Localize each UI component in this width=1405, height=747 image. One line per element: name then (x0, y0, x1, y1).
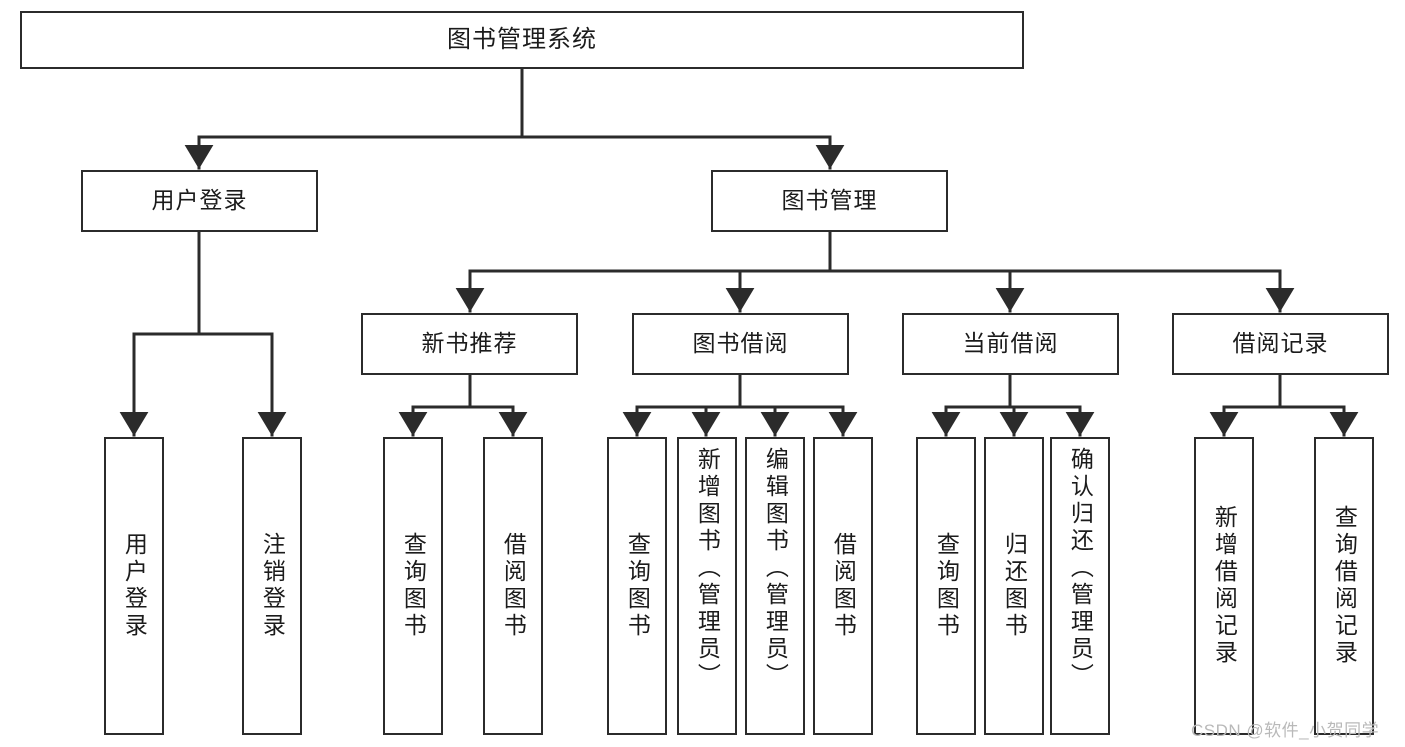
node-book-management[interactable]: 图书管理 (711, 170, 948, 232)
node-label: 用户登录 (121, 532, 148, 640)
leaf-edit-book-admin[interactable]: 编辑图书（管理员） (745, 437, 805, 735)
node-label: 编辑图书（管理员） (762, 447, 789, 690)
node-label: 新书推荐 (421, 330, 518, 357)
leaf-return-books[interactable]: 归还图书 (984, 437, 1044, 735)
node-book-borrow[interactable]: 图书借阅 (632, 313, 849, 375)
node-borrow-records[interactable]: 借阅记录 (1172, 313, 1389, 375)
node-label: 图书管理系统 (447, 25, 597, 53)
node-root-system[interactable]: 图书管理系统 (20, 11, 1024, 69)
node-label: 图书借阅 (692, 330, 789, 357)
leaf-user-login[interactable]: 用户登录 (104, 437, 164, 735)
node-label: 查询借阅记录 (1331, 505, 1358, 667)
node-label: 借阅图书 (500, 532, 527, 640)
node-label: 新增借阅记录 (1211, 505, 1238, 667)
leaf-query-books-recommend[interactable]: 查询图书 (383, 437, 443, 735)
leaf-query-books-current[interactable]: 查询图书 (916, 437, 976, 735)
node-label: 查询图书 (400, 532, 427, 640)
node-label: 借阅记录 (1232, 330, 1329, 357)
leaf-borrow-books-recommend[interactable]: 借阅图书 (483, 437, 543, 735)
node-label: 借阅图书 (830, 532, 857, 640)
node-label: 注销登录 (259, 532, 286, 640)
node-label: 归还图书 (1001, 532, 1028, 640)
leaf-add-book-admin[interactable]: 新增图书（管理员） (677, 437, 737, 735)
node-label: 当前借阅 (962, 330, 1059, 357)
leaf-add-borrow-record[interactable]: 新增借阅记录 (1194, 437, 1254, 735)
leaf-logout-login[interactable]: 注销登录 (242, 437, 302, 735)
node-label: 查询图书 (933, 532, 960, 640)
node-label: 图书管理 (781, 187, 878, 214)
node-current-borrow[interactable]: 当前借阅 (902, 313, 1119, 375)
leaf-confirm-return-admin[interactable]: 确认归还（管理员） (1050, 437, 1110, 735)
leaf-query-books-borrow[interactable]: 查询图书 (607, 437, 667, 735)
csdn-watermark: CSDN @软件_小贺同学 (1191, 721, 1380, 740)
node-label: 新增图书（管理员） (694, 447, 721, 690)
node-label: 查询图书 (624, 532, 651, 640)
node-label: 确认归还（管理员） (1067, 447, 1094, 690)
node-user-login[interactable]: 用户登录 (81, 170, 318, 232)
node-new-book-recommend[interactable]: 新书推荐 (361, 313, 578, 375)
node-label: 用户登录 (151, 187, 248, 214)
leaf-borrow-books[interactable]: 借阅图书 (813, 437, 873, 735)
leaf-query-borrow-record[interactable]: 查询借阅记录 (1314, 437, 1374, 735)
